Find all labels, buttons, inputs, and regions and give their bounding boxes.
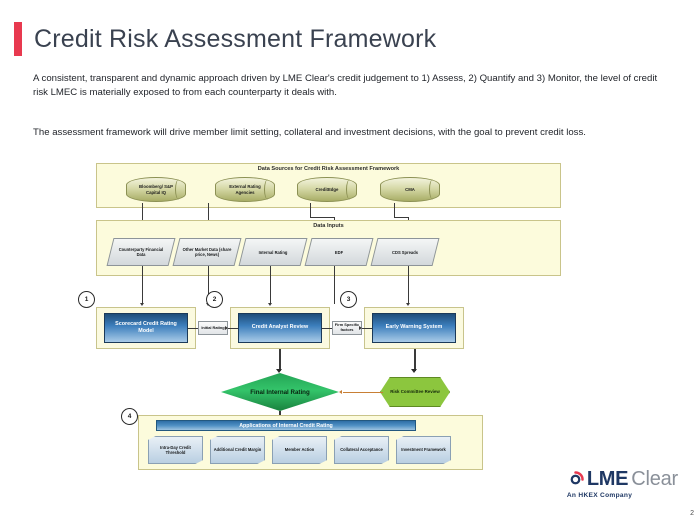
data-source-label: Bloomberg/ S&P Capital IQ <box>139 184 173 195</box>
connector-risk-committee-to-rating <box>343 392 383 393</box>
connector-arrow <box>139 303 144 306</box>
step-number-4: 4 <box>121 408 138 425</box>
data-input-label: CDS Spreads <box>392 249 418 255</box>
connector-source-3b <box>310 217 334 218</box>
logo-tagline: An HKEX Company <box>566 492 633 499</box>
data-source-label: External Rating Agencies <box>229 184 261 195</box>
connector-proc-1b <box>228 328 238 329</box>
process-box-credit-analyst-review[interactable]: Credit Analyst Review <box>238 313 322 343</box>
data-source-cylinder-external-rating-agencies[interactable]: External Rating Agencies <box>215 177 275 202</box>
connector-label-firm-specific-factors: Firm Specific factors <box>332 321 362 335</box>
connector-source-2 <box>208 203 209 233</box>
data-sources-band-title: Data Sources for Credit Risk Assessment … <box>257 166 400 172</box>
application-additional-credit-margin[interactable]: Additional Credit Margin <box>210 436 265 464</box>
data-source-cylinder-cma[interactable]: CMA <box>380 177 440 202</box>
page-number: 2 <box>690 510 694 517</box>
data-input-label: Other Market Data (share price, News) <box>182 247 232 257</box>
risk-committee-review-node[interactable]: Risk Committee Review <box>380 377 450 407</box>
connector-arrow <box>405 303 410 306</box>
connector-arrow <box>225 325 228 330</box>
connector-proc-2a <box>322 328 332 329</box>
step-number-3: 3 <box>340 291 357 308</box>
process-box-early-warning-system[interactable]: Early Warning System <box>372 313 456 343</box>
logo-secondary-text: Clear <box>631 468 678 490</box>
connector-proc-1a <box>188 328 198 329</box>
hexagon-shape <box>380 377 450 407</box>
connector-source-1 <box>142 203 143 233</box>
connector-to-risk-committee <box>414 349 416 371</box>
data-inputs-band-title: Data Inputs <box>313 223 344 229</box>
connector-arrow <box>411 369 417 373</box>
data-source-cylinder-bloomberg[interactable]: Bloomberg/ S&P Capital IQ <box>126 177 186 202</box>
data-source-label: CreditEdge <box>315 186 339 192</box>
final-internal-rating-node[interactable]: Final Internal Rating <box>221 373 339 411</box>
connector-source-4 <box>394 203 395 217</box>
application-collateral-acceptance[interactable]: Collateral Acceptance <box>334 436 389 464</box>
connector-proc-2b <box>362 328 372 329</box>
connector-source-4b <box>394 217 408 218</box>
lme-ring-icon <box>567 471 584 488</box>
logo-wordmark-row: LME Clear <box>567 468 678 491</box>
connector-label-initial-rating: Initial Rating <box>198 321 228 335</box>
intro-paragraph-2: The assessment framework will drive memb… <box>33 127 586 138</box>
application-intra-day-credit-threshold[interactable]: Intra-Day Credit Threshold <box>148 436 203 464</box>
data-input-label: EDF <box>334 249 344 255</box>
title-accent-bar <box>14 22 22 56</box>
data-input-cds-spreads[interactable]: CDS Spreads <box>370 238 440 266</box>
application-investment-framework[interactable]: Investment Framework <box>396 436 451 464</box>
connector-arrow <box>267 303 272 306</box>
data-input-other-market-data[interactable]: Other Market Data (share price, News) <box>172 238 242 266</box>
applications-header: Applications of Internal Credit Rating <box>156 420 416 431</box>
page-title: Credit Risk Assessment Framework <box>34 24 437 53</box>
connector-arrow <box>276 369 282 373</box>
credit-risk-framework-diagram: Data Sources for Credit Risk Assessment … <box>78 163 578 473</box>
final-internal-rating-label: Final Internal Rating <box>250 388 310 396</box>
connector-input-5 <box>408 266 409 304</box>
data-input-label: Counterparty Financial Data <box>118 247 164 257</box>
connector-input-2 <box>208 266 209 304</box>
page-header: Credit Risk Assessment Framework <box>14 22 436 56</box>
connector-arrow <box>359 325 362 330</box>
process-box-scorecard-credit-rating-model[interactable]: Scorecard Credit Rating Model <box>104 313 188 343</box>
step-number-1: 1 <box>78 291 95 308</box>
connector-input-1 <box>142 266 143 304</box>
connector-source-3 <box>310 203 311 217</box>
data-source-label: CMA <box>405 186 415 192</box>
connector-input-3 <box>270 266 271 304</box>
data-input-counterparty-financial-data[interactable]: Counterparty Financial Data <box>106 238 176 266</box>
lme-clear-logo: LME Clear An HKEX Company <box>567 468 678 499</box>
logo-primary-text: LME <box>586 468 629 490</box>
step-number-2: 2 <box>206 291 223 308</box>
intro-paragraph-1: A consistent, transparent and dynamic ap… <box>33 73 658 98</box>
data-input-label: Internal Rating <box>258 249 288 255</box>
connector-arrow <box>339 389 342 394</box>
connector-input-4 <box>334 266 335 304</box>
data-source-cylinder-creditedge[interactable]: CreditEdge <box>297 177 357 202</box>
data-input-edf[interactable]: EDF <box>304 238 374 266</box>
connector-to-final-rating <box>279 349 281 371</box>
risk-committee-review-label: Risk Committee Review <box>390 389 440 395</box>
application-member-action[interactable]: Member Action <box>272 436 327 464</box>
data-input-internal-rating[interactable]: Internal Rating <box>238 238 308 266</box>
